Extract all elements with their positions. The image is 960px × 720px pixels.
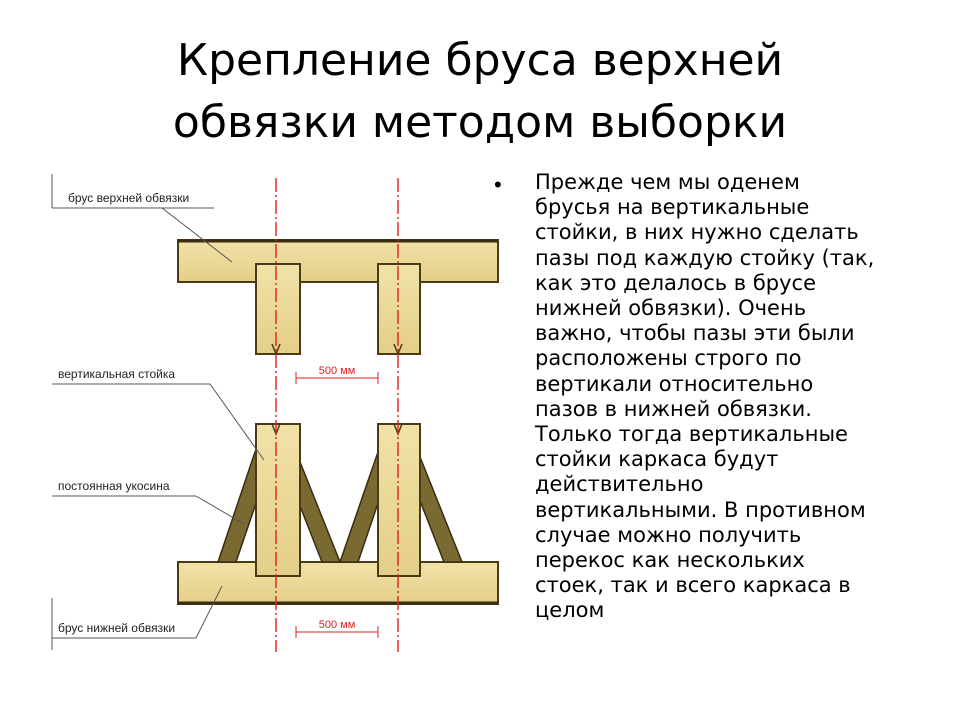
leader-brace xyxy=(195,495,245,525)
description-line: стойки каркаса будут xyxy=(535,447,779,472)
bullet-point: • xyxy=(494,172,502,197)
description-line: пазы под каждую стойку (так, xyxy=(535,245,875,270)
diagram-svg: 500 мм 500 мм брус верхней обвязки верти… xyxy=(51,174,499,652)
top-post-stub-left xyxy=(255,263,301,355)
dimension-label-top: 500 мм xyxy=(319,365,356,377)
leader-vertical-post xyxy=(209,383,265,461)
description-line: брусья на вертикальные xyxy=(535,195,810,220)
description-line: пазов в нижней обвязки. xyxy=(535,396,812,421)
title-line-2: обвязки методом выборки xyxy=(172,97,788,148)
label-vertical-post: вертикальная стойка xyxy=(58,367,175,381)
dimension-label-bottom: 500 мм xyxy=(319,619,356,631)
description-line: как это делалось в брусе xyxy=(535,270,817,295)
title-line-1: Крепление бруса верхней xyxy=(176,35,784,86)
leader-top-beam xyxy=(161,207,233,263)
description-line: нижней обвязки). Очень xyxy=(535,296,807,321)
description-line: важно, чтобы пазы эти были xyxy=(535,321,855,346)
page-title: Крепление бруса верхней обвязки методом … xyxy=(0,30,960,154)
description-line: Прежде чем мы оденем xyxy=(535,170,800,194)
description-line: перекос как нескольких xyxy=(535,548,805,573)
description-line: стоек, так и всего каркаса в xyxy=(535,573,851,598)
bottom-post-right xyxy=(377,423,421,577)
description-line: действительно xyxy=(535,472,704,497)
top-beam xyxy=(177,239,499,283)
description-line: случае можно получить xyxy=(535,522,802,547)
label-top-beam: брус верхней обвязки xyxy=(68,191,189,205)
description-line: вертикали относительно xyxy=(535,371,814,396)
label-brace: постоянная укосина xyxy=(58,479,170,493)
description-line: Только тогда вертикальные xyxy=(535,422,848,447)
description-line: вертикальными. В противном xyxy=(535,497,866,522)
description-line: целом xyxy=(535,598,605,623)
top-post-stub-right xyxy=(377,263,421,355)
description-line: расположены строго по xyxy=(535,346,802,371)
label-bottom-beam: брус нижней обвязки xyxy=(58,621,175,635)
leader-bottom-beam xyxy=(195,585,223,639)
bottom-beam xyxy=(177,561,499,605)
frame-diagram: 500 мм 500 мм брус верхней обвязки верти… xyxy=(40,165,500,660)
description-line: стойки, в них нужно сделать xyxy=(535,220,859,245)
bottom-post-left xyxy=(255,423,301,577)
